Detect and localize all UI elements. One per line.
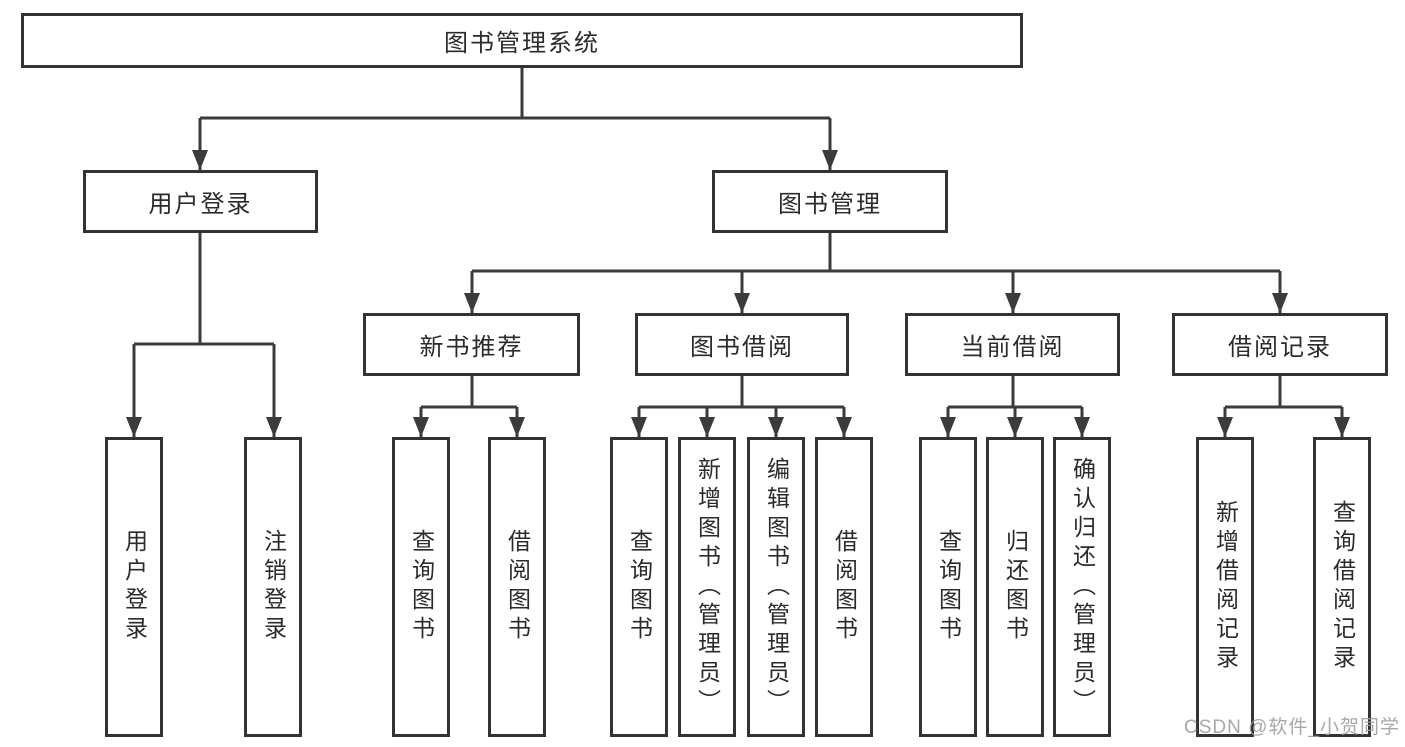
leaf-query-books-recommend-label: 查询图书: [408, 529, 435, 645]
leaf-query-borrow-record-label: 查询借阅记录: [1329, 500, 1356, 674]
leaf-confirm-return-admin-label: 确认归还（管理员）: [1069, 456, 1096, 718]
leaf-borrow-books-recommend: 借阅图书: [488, 437, 546, 737]
leaf-query-books-recommend: 查询图书: [392, 437, 450, 737]
node-book-management-label: 图书管理: [778, 191, 882, 218]
node-user-login: 用户登录: [83, 170, 318, 233]
watermark: CSDN @软件_小贺同学: [1184, 717, 1400, 738]
node-borrow-records: 借阅记录: [1172, 313, 1388, 376]
leaf-borrow-books: 借阅图书: [815, 437, 873, 737]
leaf-add-borrow-record: 新增借阅记录: [1196, 437, 1254, 737]
leaf-query-borrow-record: 查询借阅记录: [1313, 437, 1371, 737]
leaf-confirm-return-admin: 确认归还（管理员）: [1053, 437, 1111, 737]
leaf-return-book: 归还图书: [986, 437, 1044, 737]
node-root-label: 图书管理系统: [444, 30, 600, 57]
leaf-borrow-books-label: 借阅图书: [831, 529, 858, 645]
node-new-book-recommend-label: 新书推荐: [419, 334, 524, 361]
leaf-logout: 注销登录: [244, 437, 302, 737]
node-book-management: 图书管理: [712, 170, 948, 233]
leaf-query-books-current: 查询图书: [919, 437, 977, 737]
node-new-book-recommend: 新书推荐: [363, 313, 580, 376]
leaf-edit-book-admin-label: 编辑图书（管理员）: [763, 456, 790, 718]
leaf-logout-label: 注销登录: [260, 529, 287, 645]
leaf-add-borrow-record-label: 新增借阅记录: [1212, 500, 1239, 674]
node-book-borrow-label: 图书借阅: [690, 334, 794, 361]
leaf-user-login: 用户登录: [105, 437, 163, 737]
leaf-query-books-borrow: 查询图书: [610, 437, 668, 737]
leaf-return-book-label: 归还图书: [1002, 529, 1029, 645]
leaf-add-book-admin: 新增图书（管理员）: [678, 437, 736, 737]
leaf-add-book-admin-label: 新增图书（管理员）: [694, 456, 721, 718]
leaf-user-login-label: 用户登录: [121, 529, 148, 645]
leaf-edit-book-admin: 编辑图书（管理员）: [747, 437, 805, 737]
node-user-login-label: 用户登录: [148, 191, 253, 218]
node-borrow-records-label: 借阅记录: [1228, 334, 1332, 361]
leaf-query-books-current-label: 查询图书: [935, 529, 962, 645]
leaf-borrow-books-recommend-label: 借阅图书: [504, 529, 531, 645]
node-current-borrow-label: 当前借阅: [960, 334, 1065, 361]
node-book-borrow: 图书借阅: [635, 313, 849, 376]
node-root: 图书管理系统: [21, 13, 1023, 68]
node-current-borrow: 当前借阅: [905, 313, 1120, 376]
leaf-query-books-borrow-label: 查询图书: [626, 529, 653, 645]
